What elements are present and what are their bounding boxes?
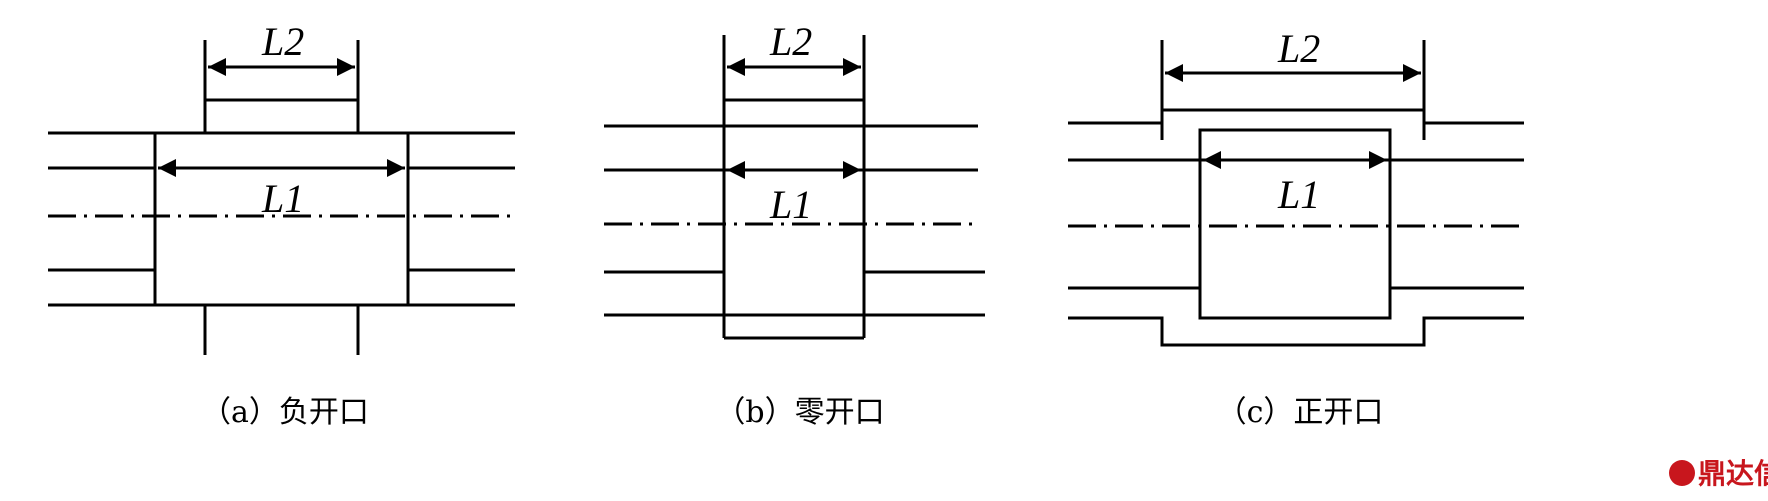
l2-label: L2 [769, 19, 812, 64]
panel-c-positive-opening: L2 L1 （c）正开口 [1068, 26, 1524, 430]
watermark-icon [1669, 460, 1695, 486]
port-bottom [1068, 316, 1524, 347]
caption-c: （c）正开口 [1217, 395, 1384, 430]
watermark-logo: 鼎达信 [1669, 457, 1768, 490]
l1-label: L1 [261, 176, 304, 221]
port-lines [203, 40, 360, 355]
spool-land [1198, 128, 1392, 320]
l1-label: L1 [769, 182, 812, 227]
caption-b: （b）零开口 [715, 395, 884, 430]
l2-label: L2 [261, 19, 304, 64]
panel-b-zero-opening: L2 L1 （b）零开口 [604, 19, 985, 430]
spool-land [153, 131, 410, 307]
watermark-text: 鼎达信 [1698, 457, 1768, 490]
port-top [1068, 40, 1524, 140]
l2-label: L2 [1277, 26, 1320, 71]
caption-a: （a）负开口 [201, 395, 369, 430]
spool-land [722, 35, 866, 340]
l1-label: L1 [1277, 172, 1320, 217]
panel-a-negative-opening: L2 L1 （a）负开口 [48, 19, 515, 430]
